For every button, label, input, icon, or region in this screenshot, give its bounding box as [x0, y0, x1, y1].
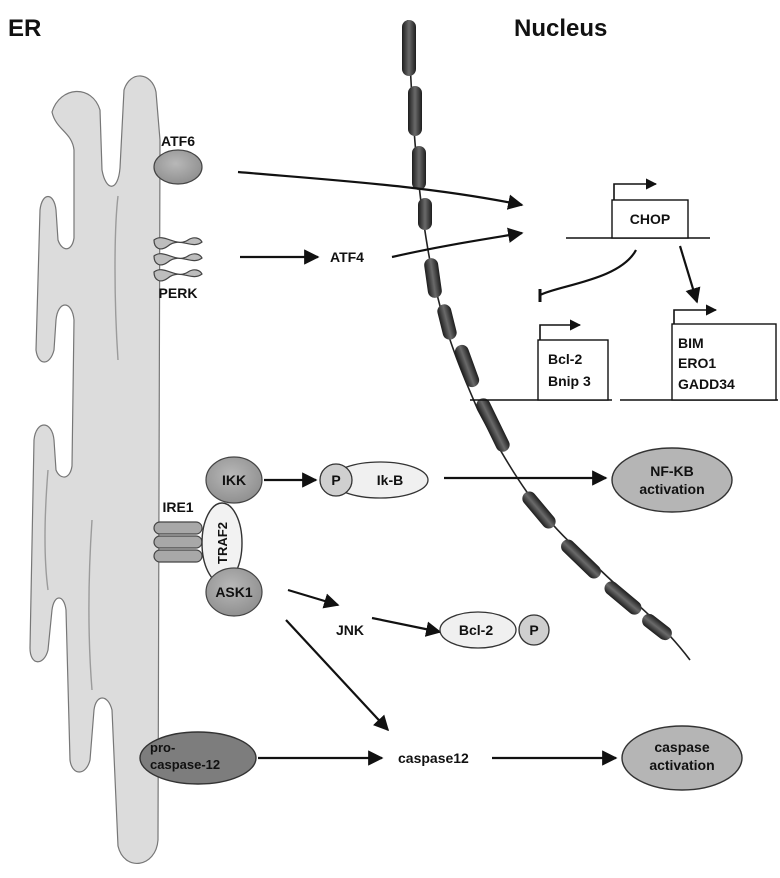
bnip3-gene-label: Bnip 3 — [548, 373, 591, 389]
jnk-to-bcl2-arrow — [372, 618, 440, 632]
bcl2-gene-label: Bcl-2 — [548, 351, 582, 367]
dna-segment — [453, 343, 481, 389]
ero1-label: ERO1 — [678, 355, 716, 371]
ire1-protein — [154, 522, 202, 562]
er-membrane — [30, 76, 160, 863]
jnk-label: JNK — [336, 622, 364, 638]
nfkb-activation-node — [612, 448, 732, 512]
er-title: ER — [8, 15, 41, 42]
gadd34-label: GADD34 — [678, 376, 735, 392]
bcl2-promoter-arrow — [540, 325, 580, 340]
nfkb-label-line2: activation — [639, 481, 704, 497]
procaspase12-label-line1: pro- — [150, 740, 175, 755]
ask1-to-jnk-arrow — [288, 590, 338, 605]
bcl2-protein-label: Bcl-2 — [459, 622, 493, 638]
ikk-label: IKK — [222, 472, 246, 488]
dna-segment — [602, 578, 645, 617]
chop-promoter-arrow — [614, 184, 656, 200]
dna-segment — [519, 489, 558, 532]
chop-inhibits-bcl2 — [540, 250, 636, 295]
ire1-label: IRE1 — [162, 499, 193, 515]
bim-label: BIM — [678, 335, 704, 351]
ikb-label: Ik-B — [377, 472, 403, 488]
atf6-label: ATF6 — [161, 133, 195, 149]
dna-segment — [418, 198, 432, 230]
caspase12-label: caspase12 — [398, 750, 469, 766]
dna-segment — [402, 20, 416, 76]
atf4-to-chop-arrow — [392, 233, 522, 257]
ikb-phospho-label: P — [331, 472, 340, 488]
nfkb-label-line1: NF-KB — [650, 463, 694, 479]
atf4-label: ATF4 — [330, 249, 364, 265]
dna-segment — [558, 537, 604, 582]
ask1-label: ASK1 — [215, 584, 253, 600]
dna-segment — [408, 86, 422, 136]
perk-label: PERK — [159, 285, 198, 301]
dna-segment — [423, 257, 442, 299]
chop-to-bim-arrow — [680, 246, 697, 302]
bcl2-phospho-label: P — [529, 622, 538, 638]
dna-segments — [402, 20, 675, 643]
traf2-label: TRAF2 — [215, 522, 230, 564]
dna-segment — [474, 396, 512, 454]
atf6-to-chop-arrow — [238, 172, 522, 205]
procaspase12-label-line2: caspase-12 — [150, 757, 220, 772]
perk-protein — [154, 238, 202, 281]
chop-label: CHOP — [630, 211, 670, 227]
caspase-activation-line2: activation — [649, 757, 714, 773]
nucleus-title: Nucleus — [514, 15, 607, 42]
bim-promoter-arrow — [674, 310, 716, 324]
bcl2-gene-box — [538, 340, 608, 400]
atf6-protein — [154, 150, 202, 184]
dna-segment — [639, 611, 674, 643]
dna-segment — [436, 303, 458, 341]
dna-segment — [412, 146, 426, 190]
caspase-activation-line1: caspase — [654, 739, 709, 755]
